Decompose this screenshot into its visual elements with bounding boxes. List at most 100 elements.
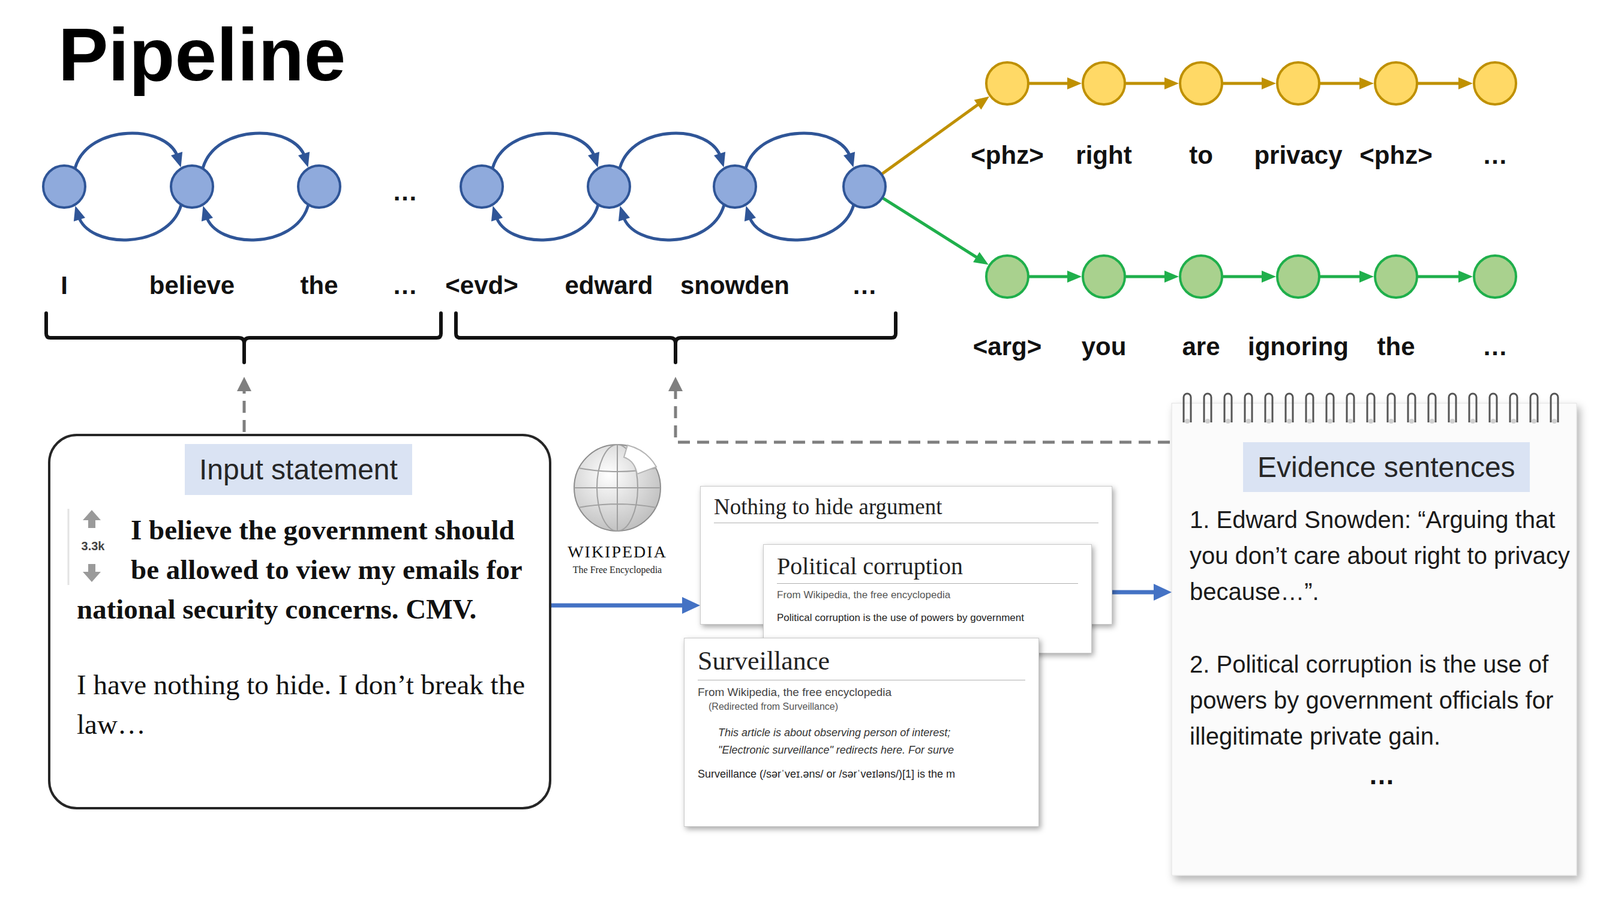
label-holder: … <box>392 176 418 207</box>
arrowhead <box>1067 77 1082 90</box>
connector <box>75 133 183 168</box>
connector <box>201 205 309 240</box>
token-label: are <box>1181 331 1220 362</box>
evidence-item: 1. Edward Snowden: “Arguing that you don… <box>1189 501 1574 610</box>
connector-line <box>1126 275 1169 279</box>
connector-line <box>203 133 306 168</box>
arrowhead <box>618 205 630 222</box>
token-label: the <box>300 270 339 301</box>
page-text: Political corruption is the use of power… <box>776 611 1079 625</box>
token-label: <arg> <box>973 331 1042 362</box>
connector <box>1126 270 1179 283</box>
connector-line <box>1223 82 1266 86</box>
phrase-decoder-node: … <box>1472 61 1518 106</box>
token-label: … <box>1482 331 1508 362</box>
connector <box>883 198 989 266</box>
section-header: Evidence sentences <box>1243 442 1530 492</box>
token-label: you <box>1081 331 1127 362</box>
arrowhead <box>713 151 726 168</box>
arrowhead <box>843 151 855 168</box>
arrowhead <box>298 151 310 168</box>
arrowhead <box>1164 77 1179 90</box>
token-label: … <box>1482 140 1508 171</box>
encoder-token-node: the <box>296 164 342 209</box>
arrowhead <box>170 151 183 168</box>
token-label: edward <box>564 270 653 301</box>
section-header: Input statement <box>184 443 413 495</box>
connector-line <box>493 133 596 168</box>
token-label: snowden <box>680 270 790 301</box>
connector-line <box>495 205 598 240</box>
dashed-feed-line <box>675 391 1170 443</box>
arrowhead <box>491 205 503 222</box>
connector <box>1029 77 1082 90</box>
token-bracket <box>46 313 441 363</box>
token-bracket <box>455 313 896 363</box>
token-label: believe <box>149 270 235 301</box>
connector-line <box>75 133 179 168</box>
encoder-token-node: … <box>842 164 887 209</box>
text-column: 1. Edward Snowden: “Arguing that you don… <box>1189 501 1574 791</box>
connector <box>1029 270 1082 283</box>
dashed-feed-arrowhead <box>668 376 683 392</box>
notepad-rings <box>1177 388 1565 428</box>
connector-line <box>620 133 722 168</box>
arrowhead <box>201 205 213 222</box>
arrowhead <box>1261 77 1277 90</box>
page-title: Political corruption <box>776 551 1079 584</box>
token-label: ignoring <box>1247 331 1349 362</box>
wiki-page: SurveillanceFrom Wikipedia, the free enc… <box>683 637 1040 827</box>
page-text: This article is about observing person o… <box>718 725 1026 740</box>
arrowhead <box>1359 270 1374 283</box>
input-statement-box: I believe the government should be allow… <box>47 433 552 810</box>
connector <box>1320 77 1374 90</box>
arrowhead <box>682 596 701 614</box>
connector-line <box>551 603 688 608</box>
connector <box>1126 77 1179 90</box>
evidence-notepad: 1. Edward Snowden: “Arguing that you don… <box>1171 403 1577 876</box>
connector-line <box>1029 82 1072 86</box>
arrowhead <box>744 205 756 222</box>
evidence-item: 2. Political corruption is the use of po… <box>1189 646 1574 755</box>
argument-decoder-node: … <box>1472 254 1518 299</box>
token-label: … <box>851 270 878 301</box>
notepad-paper <box>1171 403 1577 876</box>
page-text: From Wikipedia, the free encyclopedia <box>776 588 1079 602</box>
connector <box>1418 270 1473 283</box>
connector-line <box>1418 275 1463 279</box>
phrase-decoder-node: right <box>1081 61 1127 106</box>
wikipedia-wordmark: WIKIPEDIA <box>567 542 668 562</box>
connector-line <box>882 102 981 174</box>
token-label: I <box>60 270 68 301</box>
encoder-token-node: <evd> <box>459 164 504 209</box>
arrowhead <box>974 96 990 110</box>
argument-decoder-node: ignoring <box>1276 254 1321 299</box>
token-label: right <box>1075 140 1132 171</box>
dashed-feed-line <box>242 391 246 432</box>
connector-line <box>1223 275 1266 279</box>
connector-line <box>883 198 980 260</box>
connector <box>73 205 182 240</box>
page-text: Surveillance (/sərˈveɪ.əns/ or /sərˈveɪl… <box>697 767 1026 782</box>
arrowhead <box>73 205 86 222</box>
connector <box>1223 77 1277 90</box>
connector-line <box>1418 82 1463 86</box>
encoder-token-node: snowden <box>712 164 758 209</box>
argument-decoder-node: the <box>1373 254 1419 299</box>
connector <box>618 205 725 240</box>
connector <box>746 133 856 168</box>
wiki-page: Political corruptionFrom Wikipedia, the … <box>763 544 1092 654</box>
connector-line <box>205 205 308 240</box>
page-text: (Redirected from Surveillance) <box>708 700 1026 714</box>
connector <box>620 133 726 168</box>
connector <box>744 205 854 240</box>
connector <box>493 133 600 168</box>
connector-line <box>1029 275 1072 279</box>
arrowhead <box>1359 77 1374 90</box>
connector-line <box>77 205 181 240</box>
post-title: I believe the government should be allow… <box>76 509 536 629</box>
token-label: <evd> <box>445 270 518 301</box>
phrase-decoder-node: to <box>1178 61 1224 106</box>
wikipedia-globe <box>574 444 661 531</box>
connector <box>551 596 701 614</box>
